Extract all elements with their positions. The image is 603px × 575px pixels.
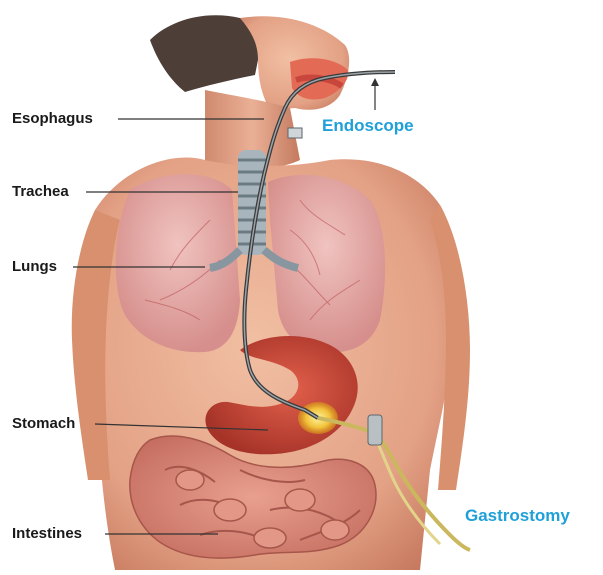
label-intestines: Intestines — [12, 525, 82, 543]
hair — [150, 15, 262, 92]
label-trachea: Trachea — [12, 183, 69, 201]
label-endoscope: Endoscope — [322, 117, 414, 135]
bite-block — [288, 128, 302, 138]
label-gastrostomy: Gastrostomy — [465, 507, 570, 525]
gastrostomy-bolster — [368, 415, 382, 445]
label-esophagus: Esophagus — [12, 110, 93, 128]
label-lungs: Lungs — [12, 258, 57, 276]
label-stomach: Stomach — [12, 415, 75, 433]
